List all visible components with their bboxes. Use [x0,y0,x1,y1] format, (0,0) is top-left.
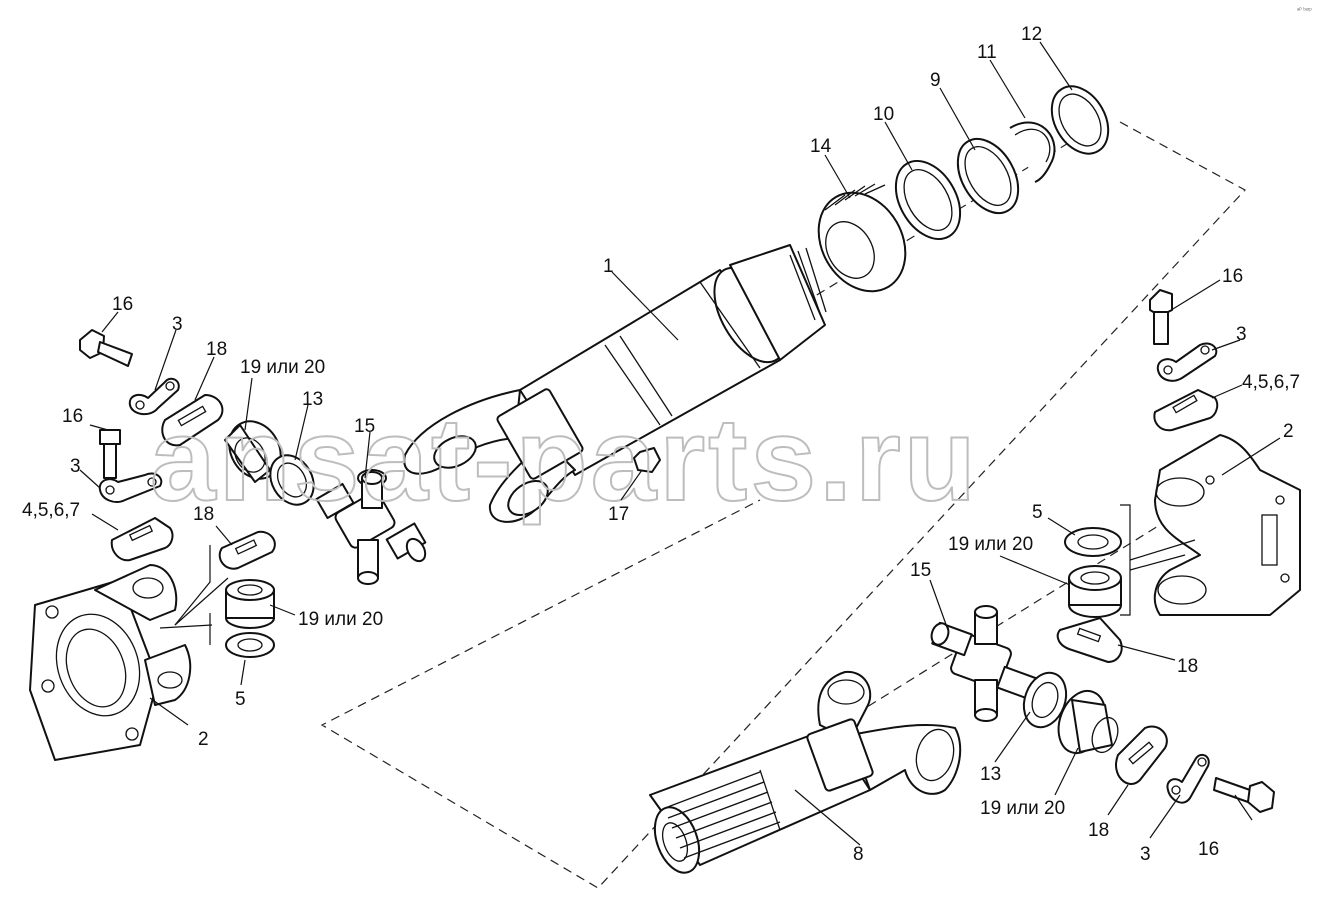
part-19-20-bearing-right [1068,565,1122,618]
part-1-yoke [403,388,584,523]
part-16-bolt-right [1149,289,1173,345]
part-19-20-bearing-mid-left [225,579,275,629]
part-18-cap-right [1056,617,1123,663]
part-2-flange-left [29,564,192,761]
label-part-3-bottom: 3 [1140,844,1151,865]
part-18-cap-mid-left [218,530,276,570]
label-part-13-right: 13 [980,764,1001,785]
part-19-20-bearing-bottom [1057,690,1119,754]
label-part-16-top-left: 16 [112,294,133,315]
part-12-ring [1050,85,1110,155]
part-9-ring [956,138,1020,214]
label-part-12: 12 [1021,24,1042,45]
part-4567-shim-left [110,517,174,562]
label-parts-4567-right: 4,5,6,7 [1242,372,1300,393]
part-18-cap-top-left [161,394,224,447]
label-part-5-left: 5 [235,689,246,710]
axis-line-lower [829,499,1201,731]
corner-mark: ᵃᴾ ᵇᵃʳᵖ [1297,7,1312,14]
label-part-18-bottom: 18 [1088,820,1109,841]
label-part-1: 1 [603,256,614,277]
label-part-18-mid-left: 18 [193,504,214,525]
label-part-18-right: 18 [1177,656,1198,677]
label-part-2-left: 2 [198,729,209,750]
right-bracket-lines [1120,504,1196,616]
label-part-3-top-left: 3 [172,314,183,335]
watermark: ansat-parts.ru [150,394,979,526]
label-part-10: 10 [873,104,894,125]
part-10-ring [894,160,962,240]
part-4567-shim-right [1153,389,1219,432]
part-8-splined-yoke [649,670,962,874]
part-5-washer-left [225,632,275,658]
part-2-flange-right [1153,434,1301,616]
part-5-washer-right [1064,527,1122,557]
label-part-8: 8 [853,844,864,865]
label-parts-19-20-mid-left: 19 или 20 [298,609,383,630]
label-part-16-mid-left: 16 [62,406,83,427]
part-14-splined-nut [817,183,907,293]
part-1-tube [519,244,827,476]
label-parts-4567-left: 4,5,6,7 [22,500,80,521]
label-part-15-right: 15 [910,560,931,581]
label-part-13-left: 13 [302,389,323,410]
part-3-lock-plate-top-left [128,377,180,416]
part-3-lock-plate-bottom [1166,753,1210,804]
part-13-seal-top-left [269,454,315,506]
label-part-15-left: 15 [354,416,375,437]
callout-labels: 1 2 2 3 3 3 3 4,5,6,7 4,5,6,7 5 5 8 9 10… [22,24,1300,865]
label-parts-19-20-top-left: 19 или 20 [240,357,325,378]
label-part-3-mid-left: 3 [70,456,81,477]
label-part-5-right: 5 [1032,502,1043,523]
label-part-17: 17 [608,504,629,525]
label-part-18-top-left: 18 [206,339,227,360]
label-part-3-right: 3 [1236,324,1247,345]
label-part-9: 9 [930,70,941,91]
part-11-snap-ring [1009,121,1056,183]
assembly-dashed-outline [320,121,1246,889]
part-16-bolt-top-left [79,329,133,367]
label-parts-19-20-bottom: 19 или 20 [980,798,1065,819]
part-3-lock-plate-mid-left [98,472,163,503]
label-part-14: 14 [810,136,832,157]
label-part-11: 11 [977,42,997,63]
left-bracket-lines [159,545,229,645]
part-16-bolt-mid-left [99,429,121,479]
label-part-2-right: 2 [1283,421,1294,442]
part-15-cross-right [930,605,1038,722]
part-16-bolt-bottom [1213,777,1275,813]
part-3-lock-plate-right [1156,342,1218,382]
part-18-cap-bottom [1115,725,1168,785]
label-parts-19-20-right: 19 или 20 [948,534,1033,555]
part-17-grease-fitting [633,447,661,473]
leader-lines [79,41,1281,846]
label-part-16-bottom: 16 [1198,839,1219,860]
label-part-16-right: 16 [1222,266,1243,287]
